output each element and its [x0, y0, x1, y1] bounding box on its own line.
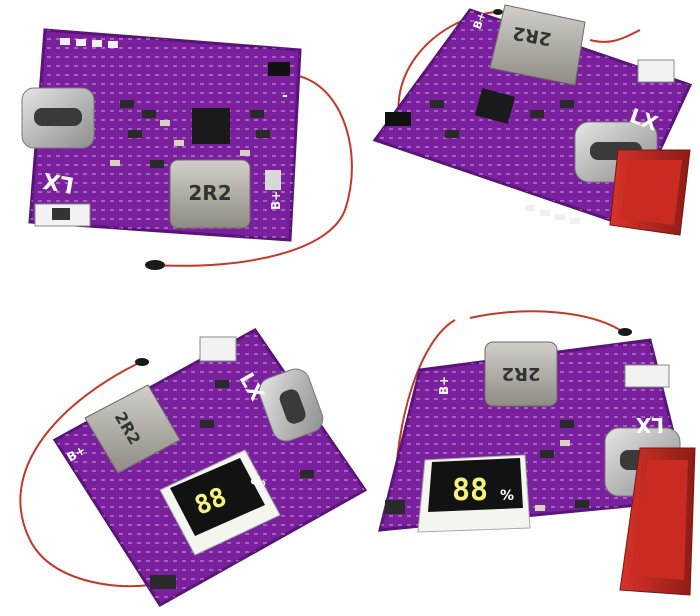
board-3-jst-connector	[199, 336, 237, 362]
board-3-wire	[19, 359, 151, 588]
board-4-brand-mark: LX	[635, 413, 664, 437]
board-2-thermistor-bead	[493, 9, 503, 15]
board-2-controller-chip	[474, 88, 516, 124]
board-2-inductor: 2R2	[489, 4, 586, 86]
board-1-inductor-label: 2R2	[188, 181, 231, 205]
board-3-display: 88 %	[159, 449, 281, 556]
board-4-pad-label: B+	[437, 376, 451, 395]
board-1-battery-pad	[265, 170, 281, 190]
board-3-inductor: 2R2	[84, 384, 181, 474]
board-2-leds	[525, 205, 580, 224]
board-4-thermistor-bead	[618, 328, 632, 336]
board-1-brand-mark: LX	[41, 167, 76, 197]
board-1-pad-label: B+	[269, 191, 283, 210]
board-1-controller-chip	[192, 108, 230, 144]
board-1-leds	[60, 38, 118, 48]
board-4-inductor: 2R2	[484, 341, 558, 407]
board-4-jst-connector	[624, 364, 670, 388]
board-2-pad-label: B+	[471, 10, 489, 31]
board-1-inductor: 2R2	[169, 159, 251, 229]
board-1-thermistor-bead	[145, 260, 165, 270]
board-2-jst-connector	[637, 59, 675, 83]
board-4-usb-a-port	[619, 447, 696, 596]
board-1: 2R2 LX B+ -	[21, 28, 353, 270]
board-3-thermistor-bead	[135, 358, 149, 366]
board-1-usb-c-port	[21, 87, 95, 149]
board-1-wire	[149, 74, 353, 267]
board-4: 2R2 88 % LX B+	[378, 310, 696, 596]
board-4-display-unit: %	[500, 488, 514, 504]
board-4-inductor-label: 2R2	[502, 363, 541, 384]
board-2: 2R2 LX B+	[372, 4, 693, 236]
board-3-display-unit: %	[249, 473, 268, 493]
board-1-pad-label-minus: -	[282, 88, 288, 104]
board-4-display: 88 %	[417, 454, 531, 533]
board-3-usb-c-port	[258, 368, 324, 442]
board-2-usb-a-port	[609, 149, 691, 236]
board-3: 2R2 88 % LX B+	[19, 328, 368, 608]
board-4-display-value: 88	[452, 473, 488, 508]
